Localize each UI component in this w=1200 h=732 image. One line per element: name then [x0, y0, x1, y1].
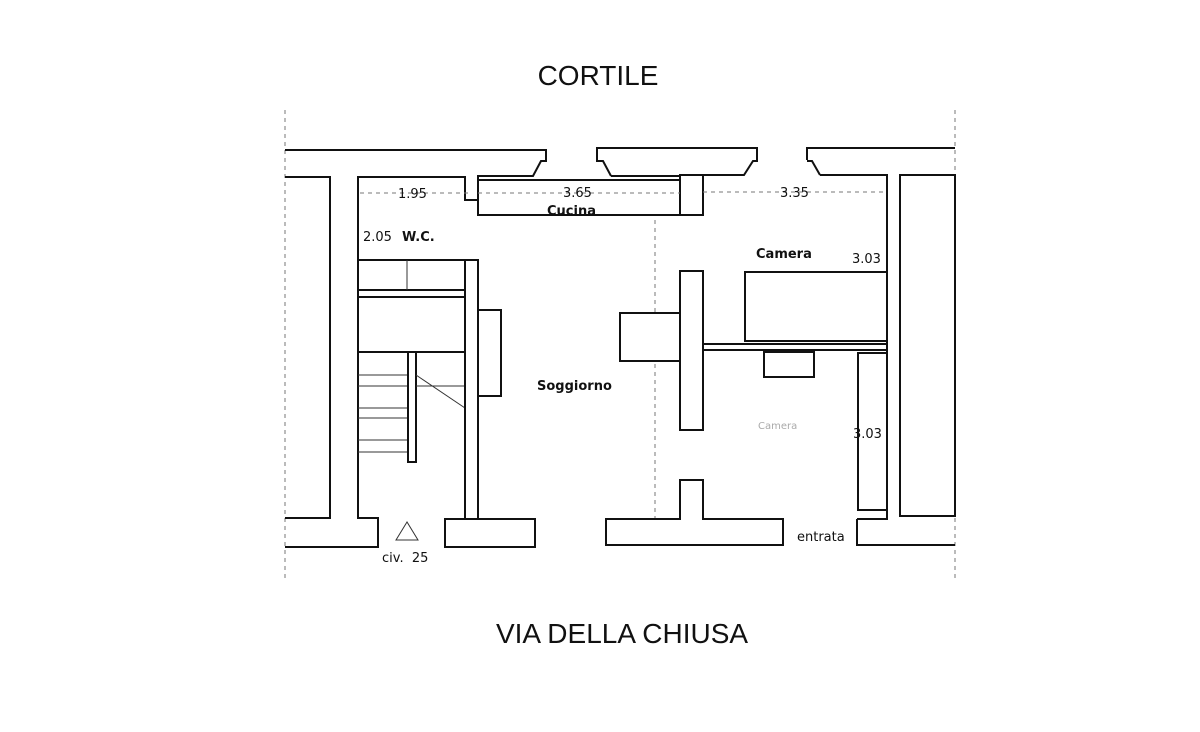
camera-bed [744, 271, 888, 342]
room-label-camera: Camera [756, 247, 812, 262]
wall-between-rooms [702, 343, 888, 351]
street-label: VIA DELLA CHIUSA [495, 618, 749, 649]
wardrobe [857, 352, 888, 511]
central-wall [679, 270, 704, 431]
dim-cucina-width: 3.65 [563, 186, 592, 201]
outer-wall-top-left [285, 147, 758, 216]
dim-camera-depth: 3.03 [852, 252, 881, 267]
staircase [358, 351, 466, 463]
wall-bottom-segment [444, 518, 536, 548]
landing [357, 296, 466, 353]
dim-wc-width: 1.95 [398, 187, 427, 202]
dim-camera-width: 3.35 [780, 186, 809, 201]
kitchen-counter [477, 179, 681, 216]
right-building [899, 174, 956, 517]
wc-fixture [357, 259, 466, 291]
entrance-arrow-icon [395, 521, 419, 541]
outer-wall-top-right [611, 147, 955, 344]
partition-wall-left [464, 259, 479, 521]
courtyard-label: CORTILE [537, 60, 659, 91]
lower-room-fixture [763, 351, 815, 378]
civic-number: civ. 25 [382, 551, 428, 566]
dim-wc-depth: 2.05 [363, 230, 392, 245]
dim-camera-lower-depth: 3.03 [853, 427, 882, 442]
wall-bottom-center [605, 479, 784, 546]
room-label-camera-lower: Camera [758, 421, 797, 432]
soggiorno-cabinet [477, 309, 502, 397]
room-label-soggiorno: Soggiorno [537, 379, 612, 394]
room-label-wc: W.C. [402, 230, 435, 245]
room-label-cucina: Cucina [547, 204, 596, 219]
room-label-entrata: entrata [797, 530, 845, 545]
fireplace-box [619, 312, 681, 362]
